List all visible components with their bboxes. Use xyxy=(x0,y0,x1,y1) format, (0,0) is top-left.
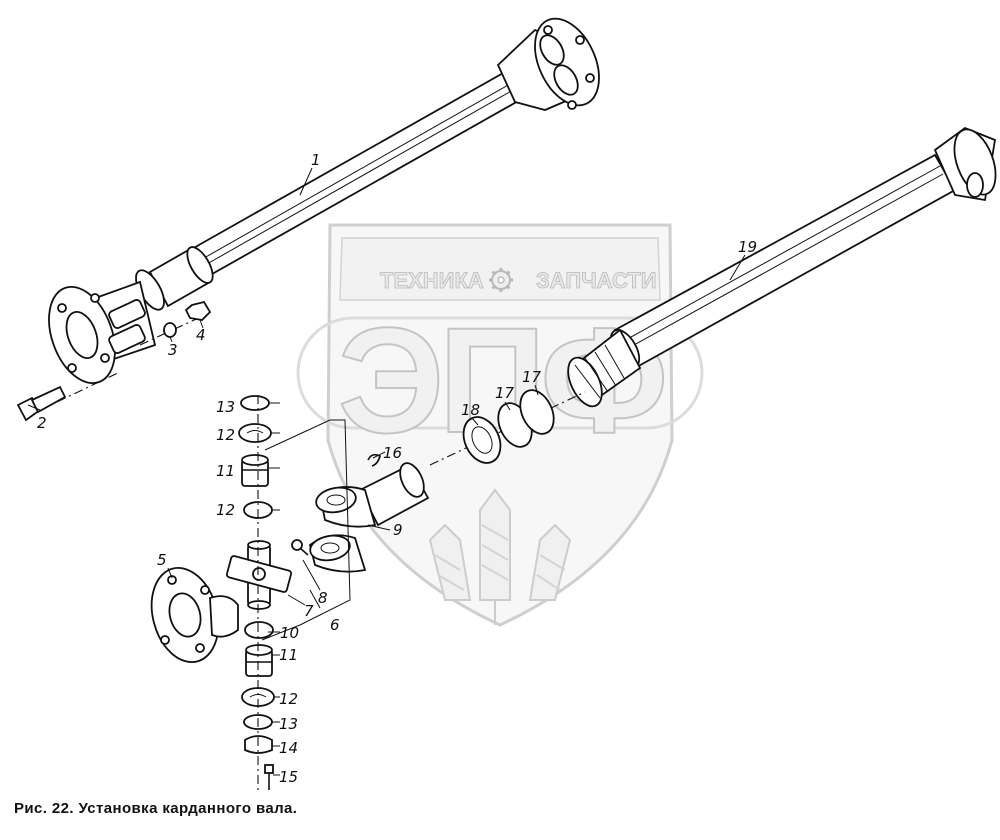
callout-13-bottom: 13 xyxy=(279,715,298,733)
propeller-shaft-1 xyxy=(48,17,600,384)
leader-lines xyxy=(27,167,746,776)
callout-11-top: 11 xyxy=(216,462,235,480)
callout-9: 9 xyxy=(393,521,403,539)
propeller-shaft-19 xyxy=(567,126,997,408)
slip-yoke-9 xyxy=(308,462,430,573)
callout-4: 4 xyxy=(196,326,206,344)
callout-13-top: 13 xyxy=(216,398,235,416)
spider-cross-7 xyxy=(225,540,293,610)
callout-5: 5 xyxy=(157,551,167,569)
callout-17-left: 17 xyxy=(495,384,515,402)
bearing-11-bottom xyxy=(245,644,273,677)
callout-3: 3 xyxy=(168,341,178,359)
callout-8: 8 xyxy=(318,589,328,607)
callout-6: 6 xyxy=(330,616,340,634)
callout-7: 7 xyxy=(304,602,314,620)
plate-12-top xyxy=(238,423,272,443)
callout-11-bottom: 11 xyxy=(279,646,298,664)
washer-3 xyxy=(163,322,177,338)
watermark-text-right: ЗАПЧАСТИ xyxy=(536,268,657,293)
callout-15: 15 xyxy=(279,768,298,786)
callout-18: 18 xyxy=(461,401,480,419)
bearing-11-top xyxy=(241,454,269,487)
grease-fitting-8 xyxy=(291,539,309,556)
gear-icon xyxy=(489,268,513,292)
callout-2: 2 xyxy=(37,414,47,432)
assembly-axis-nut xyxy=(139,314,206,346)
figure-caption: Рис. 22. Установка карданного вала. xyxy=(14,800,298,817)
callout-1: 1 xyxy=(311,151,321,169)
callout-10: 10 xyxy=(280,624,299,642)
callout-16: 16 xyxy=(383,444,402,462)
nut-4 xyxy=(184,300,212,321)
callout-12-middle: 12 xyxy=(216,501,235,519)
ring-18 xyxy=(462,416,502,464)
assembly-bracket-6 xyxy=(261,419,351,641)
callout-17-right: 17 xyxy=(522,368,542,386)
flange-yoke-5 xyxy=(150,567,239,663)
callout-12-top: 12 xyxy=(216,426,235,444)
callout-19: 19 xyxy=(738,238,757,256)
clip-16 xyxy=(367,453,381,467)
callout-12-bottom: 12 xyxy=(279,690,298,708)
watermark-text-left: ТЕХНИКА xyxy=(380,268,484,293)
ring-17b xyxy=(519,389,555,435)
seal-10 xyxy=(244,621,274,639)
bolt-15 xyxy=(264,764,274,790)
cover-13-top xyxy=(240,395,270,411)
callout-14: 14 xyxy=(279,739,298,757)
